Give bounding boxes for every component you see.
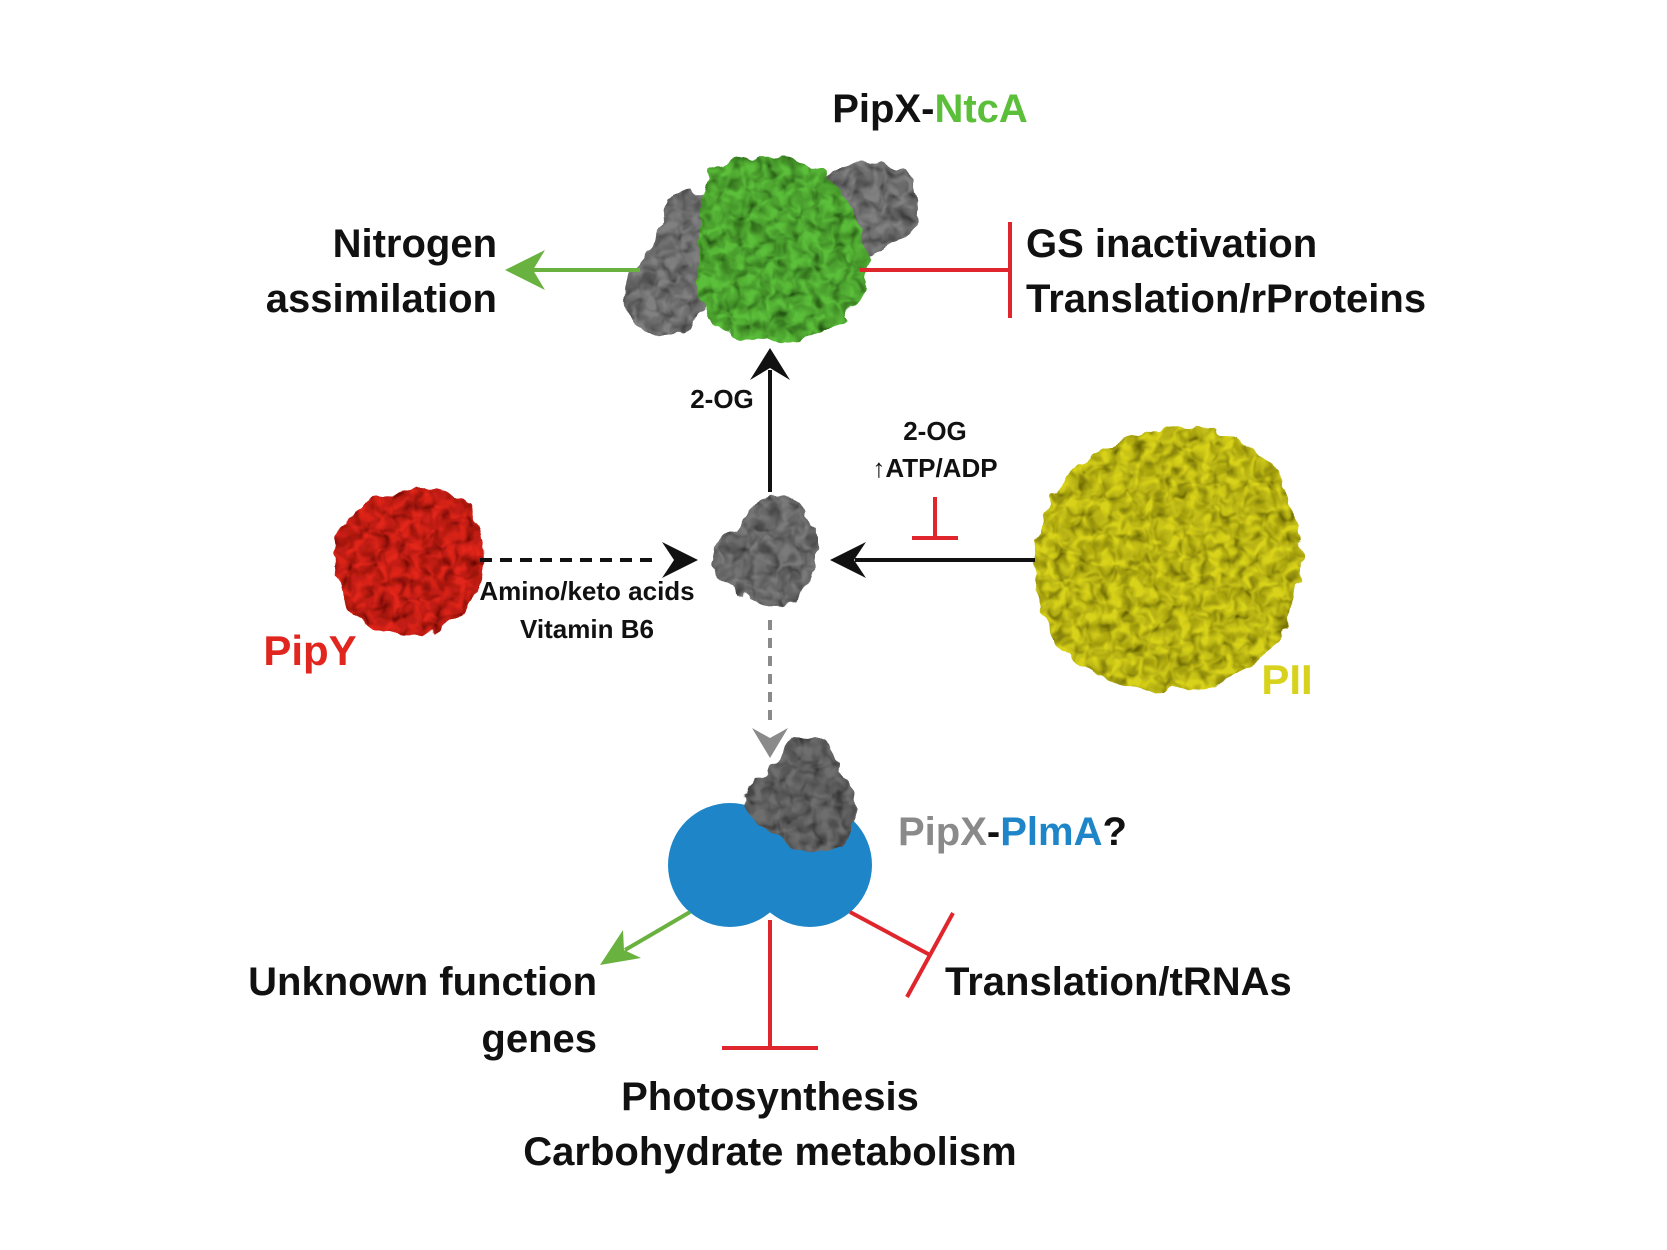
repression-to-gs-inactivation [860, 222, 1012, 318]
pipx-ntca-complex [623, 158, 919, 341]
pipx-bound-plma [746, 737, 856, 854]
pipx-ntca-label-ntca: NtcA [934, 87, 1027, 131]
pipx-ntca-label: PipX-NtcA [832, 87, 1028, 131]
pipx-plma-label-dash: - [987, 810, 1000, 854]
repression-to-photosynthesis [722, 920, 818, 1050]
arrow-pipy-to-pipx [480, 542, 698, 578]
repression-pii-pipx-interaction [912, 497, 958, 540]
pipx-plma-label-plma: PlmA [1000, 810, 1102, 854]
arrow-pii-to-pipx [830, 542, 1035, 578]
translation-trnas-label: Translation/tRNAs [945, 960, 1292, 1004]
nitrogen-assimilation-line1: Nitrogen [333, 222, 497, 266]
pii-effector-2og-label: 2-OG [903, 416, 967, 446]
translation-rproteins-label: Translation/rProteins [1026, 277, 1426, 321]
arrow-pipx-to-plma [752, 620, 788, 758]
pipy-label: PipY [263, 627, 356, 674]
pii-label: PII [1261, 656, 1312, 703]
repression-to-translation-trnas [849, 910, 955, 998]
pii-effector-atp-adp-label: ↑ATP/ADP [872, 453, 997, 483]
ntca-dimer [697, 158, 868, 341]
pii-protein [1034, 428, 1301, 691]
gs-inactivation-label: GS inactivation [1026, 222, 1317, 266]
pipy-protein [334, 487, 484, 636]
effector-2og-label: 2-OG [690, 384, 754, 414]
genes-label: genes [481, 1017, 597, 1061]
unknown-function-label: Unknown function [248, 960, 597, 1004]
photosynthesis-label: Photosynthesis [621, 1075, 919, 1119]
vitamin-b6-label: Vitamin B6 [520, 614, 654, 644]
arrow-pipx-to-ntca [750, 348, 790, 492]
nitrogen-assimilation-line2: assimilation [266, 277, 497, 321]
arrow-to-nitrogen-assimilation [505, 250, 640, 290]
pipx-plma-label-pipx: PipX [898, 810, 987, 854]
carbohydrate-metabolism-label: Carbohydrate metabolism [523, 1130, 1016, 1174]
pipx-plma-label: PipX-PlmA? [898, 810, 1127, 854]
pipx-ntca-label-pipx: PipX- [832, 87, 934, 131]
amino-keto-acids-label: Amino/keto acids [479, 576, 694, 606]
pipx-plma-label-question: ? [1102, 810, 1126, 854]
arrow-to-unknown-genes [600, 910, 692, 965]
pipx-free [711, 495, 819, 609]
